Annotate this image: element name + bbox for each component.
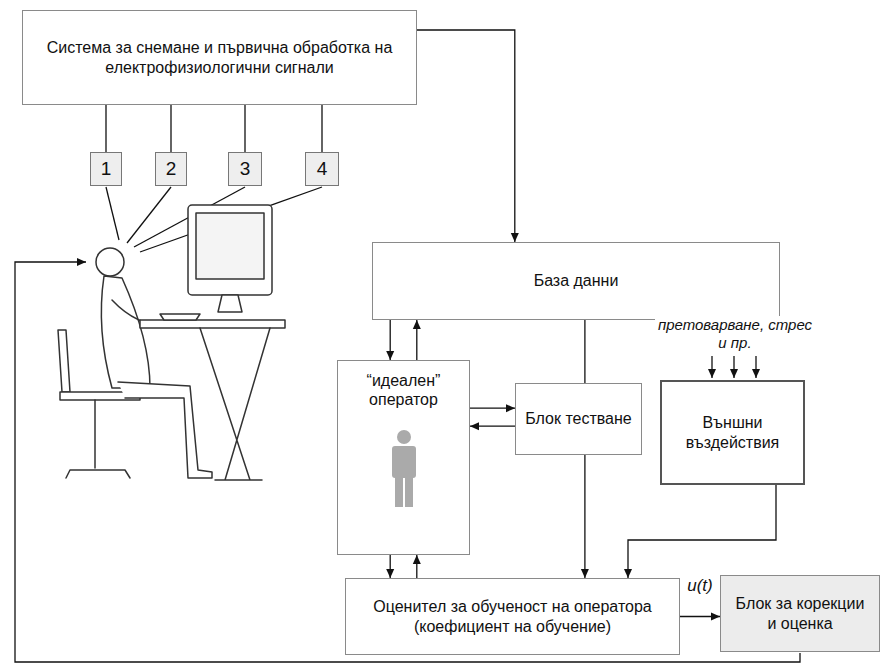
electrode-box: 1: [90, 152, 122, 186]
connector: [321, 105, 322, 152]
connector: [170, 105, 171, 152]
stress-arrow: [755, 356, 756, 378]
box-text: Външни въздействия: [670, 413, 795, 451]
electrode-box: 4: [305, 152, 339, 186]
connector: [416, 320, 417, 360]
correction-box: Блок за корекции и оценка: [720, 575, 880, 652]
box-text: 4: [317, 158, 328, 181]
acquisition-system-box: Система за снемане и първична обработка …: [22, 10, 417, 105]
box-text: Оценител за обученост на оператора (коеф…: [354, 597, 671, 635]
box-text: Блок за корекции и оценка: [729, 594, 871, 632]
connector: [680, 616, 720, 617]
connector: [244, 105, 245, 152]
torso: [101, 276, 150, 388]
ideal-operator-box: “идеален” оператор: [337, 360, 470, 555]
box-text: Система за снемане и първична обработка …: [31, 38, 408, 76]
head: [96, 248, 124, 276]
box-text: 2: [166, 158, 177, 181]
electrode-lead: [106, 187, 119, 240]
connector: [628, 485, 776, 578]
box-text: 1: [101, 158, 112, 181]
keyboard: [160, 314, 200, 320]
box-text: Блок тестване: [525, 409, 632, 428]
monitor: [188, 205, 272, 295]
chair-base: [66, 400, 130, 478]
connector: [105, 105, 106, 152]
connector: [584, 320, 585, 383]
box-text: 3: [240, 158, 251, 181]
leg: [118, 382, 212, 478]
desk-top: [140, 320, 285, 328]
person-icon: [386, 429, 422, 509]
box-text: База данни: [534, 271, 619, 290]
connector: [390, 320, 391, 360]
monitor-stand: [218, 295, 242, 312]
electrode-box: 2: [155, 152, 187, 186]
desk-legs: [200, 328, 270, 480]
connector: [417, 30, 515, 242]
chair-back: [58, 330, 70, 392]
stress-arrow: [711, 356, 712, 378]
evaluator-box: Оценител за обученост на оператора (коеф…: [345, 578, 680, 655]
connector: [584, 455, 585, 578]
signal-label: u(t): [687, 576, 713, 596]
electrode-box: 3: [228, 152, 262, 186]
database-box: База данни: [372, 242, 780, 320]
connector: [416, 555, 417, 578]
monitor-screen: [196, 213, 264, 279]
connector: [470, 408, 515, 409]
electrode-lead: [127, 187, 171, 243]
stress-arrow: [733, 356, 734, 378]
connector: [470, 426, 515, 427]
stress-note: претоварване, стрес и пр.: [655, 316, 815, 352]
testing-box: Блок тестване: [515, 383, 642, 455]
box-text: “идеален” оператор: [346, 371, 461, 409]
connector: [390, 555, 391, 578]
external-influences-box: Външни въздействия: [660, 380, 805, 485]
